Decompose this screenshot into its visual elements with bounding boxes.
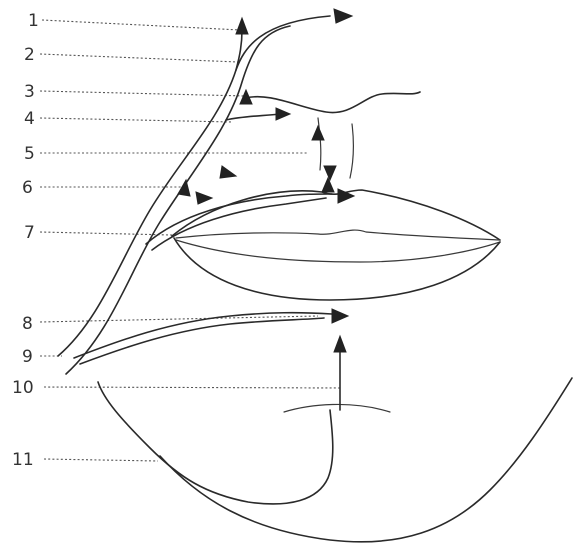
leader-4 <box>40 118 232 122</box>
alar-branch <box>226 114 280 120</box>
arrow-lip-up <box>322 178 334 192</box>
arrow-lateral-5 <box>220 166 236 178</box>
arrow-up-branch <box>236 18 248 34</box>
arrow-alar <box>276 108 290 120</box>
leader-11 <box>44 459 158 461</box>
label-5: 5 <box>24 144 35 164</box>
arrow-philtrum-up <box>312 126 324 140</box>
label-group: 1 2 3 4 5 6 7 8 9 10 11 <box>12 11 39 470</box>
leader-2 <box>40 54 238 62</box>
arrow-lateral-6 <box>196 192 212 204</box>
nose-outline <box>246 92 420 113</box>
label-2: 2 <box>24 45 35 65</box>
label-9: 9 <box>22 347 33 367</box>
mouth-line <box>176 230 500 240</box>
arrow-vessel-up <box>178 180 190 196</box>
arrow-lower-lip <box>332 309 348 323</box>
label-6: 6 <box>22 178 33 198</box>
leader-lines <box>40 20 340 461</box>
label-3: 3 <box>24 82 35 102</box>
mental-vessel-loop <box>98 382 333 504</box>
chin-crease <box>284 404 390 412</box>
label-4: 4 <box>24 109 35 129</box>
philtrum-right <box>350 124 353 178</box>
label-8: 8 <box>22 314 33 334</box>
jaw-outline <box>160 378 572 542</box>
arrow-chin-up <box>334 336 346 352</box>
label-1: 1 <box>28 11 39 31</box>
vessels <box>58 16 340 410</box>
label-10: 10 <box>12 378 34 398</box>
inferior-labial-lower <box>80 318 324 364</box>
facial-vessel-outer <box>58 16 330 356</box>
leader-1 <box>42 20 240 30</box>
lower-lip-inner <box>176 240 500 262</box>
lower-lip-outer <box>174 238 500 300</box>
leader-3 <box>40 91 246 96</box>
label-7: 7 <box>24 223 35 243</box>
arrow-philtrum-down <box>324 166 336 180</box>
arrow-top-right <box>334 9 352 23</box>
leader-10 <box>44 387 340 388</box>
superior-labial-lower <box>152 198 326 250</box>
label-11: 11 <box>12 450 34 470</box>
